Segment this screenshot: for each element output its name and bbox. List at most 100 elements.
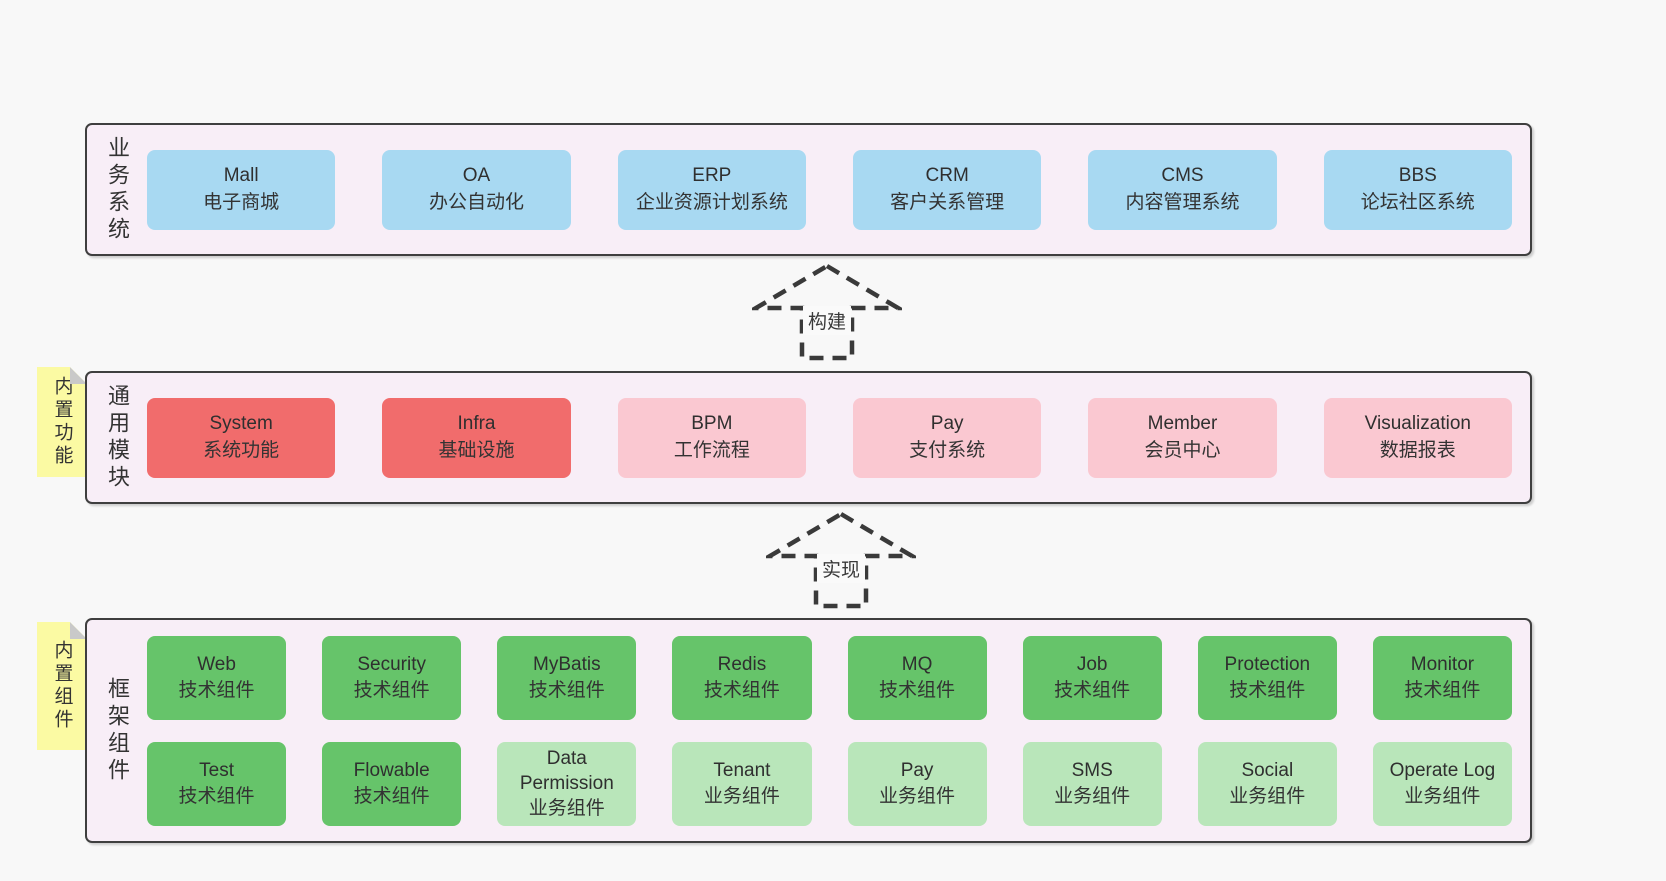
box-subtitle: 业务组件 bbox=[528, 798, 605, 820]
box-subtitle: 会员中心 bbox=[1144, 439, 1221, 461]
framework-components-label: 框架组件 bbox=[105, 676, 130, 785]
box-title: Pay bbox=[900, 760, 934, 782]
box-subtitle: 技术组件 bbox=[178, 785, 255, 807]
box-mall: Mall 电子商城 bbox=[147, 149, 336, 230]
box-subtitle: 业务组件 bbox=[1404, 785, 1481, 807]
box-data-permission: Data Permission 业务组件 bbox=[497, 741, 637, 826]
box-title: BPM bbox=[691, 412, 733, 434]
box-subtitle: 业务组件 bbox=[879, 785, 956, 807]
box-title: Test bbox=[199, 760, 234, 782]
box-title: ERP bbox=[692, 164, 732, 186]
box-title: Operate Log bbox=[1389, 760, 1496, 782]
framework-components-row-1: Web 技术组件 Security 技术组件 MyBatis 技术组件 Redi… bbox=[147, 635, 1530, 720]
box-subtitle: 基础设施 bbox=[438, 439, 515, 461]
box-title: Tenant bbox=[713, 760, 771, 782]
box-mq: MQ 技术组件 bbox=[847, 635, 987, 720]
box-subtitle: 业务组件 bbox=[703, 785, 780, 807]
box-monitor: Monitor 技术组件 bbox=[1372, 635, 1512, 720]
box-subtitle: 技术组件 bbox=[1229, 679, 1306, 701]
build-arrow-label: 构建 bbox=[802, 306, 852, 335]
box-subtitle: 技术组件 bbox=[353, 785, 430, 807]
box-subtitle: 技术组件 bbox=[1404, 679, 1481, 701]
box-subtitle: 系统功能 bbox=[203, 439, 280, 461]
builtin-components-tab-label: 内置组件 bbox=[51, 640, 73, 732]
box-tenant: Tenant 业务组件 bbox=[672, 741, 812, 826]
box-subtitle: 技术组件 bbox=[528, 679, 605, 701]
box-redis: Redis 技术组件 bbox=[672, 635, 812, 720]
box-visualization: Visualization 数据报表 bbox=[1323, 397, 1512, 478]
common-modules-label: 通用模块 bbox=[105, 383, 130, 492]
box-sms: SMS 业务组件 bbox=[1022, 741, 1162, 826]
box-subtitle: 技术组件 bbox=[1054, 679, 1131, 701]
box-title: Mall bbox=[223, 164, 259, 186]
box-title: Infra bbox=[457, 412, 496, 434]
box-title: MyBatis bbox=[533, 654, 601, 676]
box-title: SMS bbox=[1071, 760, 1113, 782]
box-cms: CMS 内容管理系统 bbox=[1088, 149, 1277, 230]
box-subtitle: 技术组件 bbox=[703, 679, 780, 701]
box-security: Security 技术组件 bbox=[322, 635, 462, 720]
box-title: Member bbox=[1147, 412, 1218, 434]
box-title: BBS bbox=[1398, 164, 1437, 186]
box-title: System bbox=[209, 412, 273, 434]
box-bbs: BBS 论坛社区系统 bbox=[1323, 149, 1512, 230]
box-operate-log: Operate Log 业务组件 bbox=[1372, 741, 1512, 826]
box-title: Job bbox=[1076, 654, 1108, 676]
box-title: Flowable bbox=[353, 760, 430, 782]
business-systems-label: 业务系统 bbox=[105, 135, 130, 244]
box-subtitle: 办公自动化 bbox=[428, 191, 524, 213]
implement-arrow-label: 实现 bbox=[816, 554, 866, 583]
box-title: Protection bbox=[1224, 654, 1311, 676]
box-subtitle: 论坛社区系统 bbox=[1360, 191, 1475, 213]
box-title: Pay bbox=[930, 412, 964, 434]
box-title: Monitor bbox=[1410, 654, 1475, 676]
box-social: Social 业务组件 bbox=[1197, 741, 1337, 826]
box-oa: OA 办公自动化 bbox=[382, 149, 571, 230]
box-title: Security bbox=[357, 654, 426, 676]
business-systems-box-row: Mall 电子商城 OA 办公自动化 ERP 企业资源计划系统 CRM 客户关系… bbox=[147, 149, 1530, 230]
builtin-features-tab: 内置功能 bbox=[37, 367, 87, 477]
box-title: Data Permission bbox=[519, 747, 614, 794]
box-title: Web bbox=[197, 654, 236, 676]
box-pay-module: Pay 支付系统 bbox=[852, 397, 1042, 478]
framework-components-container: 框架组件 Web 技术组件 Security 技术组件 MyBatis 技术组件… bbox=[85, 618, 1532, 843]
box-protection: Protection 技术组件 bbox=[1197, 635, 1337, 720]
box-title: Social bbox=[1241, 760, 1294, 782]
framework-components-row-2: Test 技术组件 Flowable 技术组件 Data Permission … bbox=[147, 741, 1530, 826]
box-title: OA bbox=[462, 164, 491, 186]
box-subtitle: 企业资源计划系统 bbox=[635, 191, 788, 213]
builtin-features-tab-label: 内置功能 bbox=[51, 376, 73, 468]
implement-arrow: 实现 bbox=[766, 510, 916, 610]
build-arrow: 构建 bbox=[752, 262, 902, 362]
box-flowable: Flowable 技术组件 bbox=[322, 741, 462, 826]
box-pay-component: Pay 业务组件 bbox=[847, 741, 987, 826]
box-subtitle: 工作流程 bbox=[673, 439, 750, 461]
box-title: MQ bbox=[901, 654, 933, 676]
common-modules-container: 通用模块 System 系统功能 Infra 基础设施 BPM 工作流程 Pay… bbox=[85, 371, 1532, 504]
box-subtitle: 技术组件 bbox=[879, 679, 956, 701]
box-subtitle: 业务组件 bbox=[1054, 785, 1131, 807]
box-job: Job 技术组件 bbox=[1022, 635, 1162, 720]
box-subtitle: 支付系统 bbox=[909, 439, 986, 461]
box-bpm: BPM 工作流程 bbox=[617, 397, 806, 478]
box-mybatis: MyBatis 技术组件 bbox=[497, 635, 637, 720]
box-title: CMS bbox=[1161, 164, 1204, 186]
box-erp: ERP 企业资源计划系统 bbox=[617, 149, 806, 230]
box-test: Test 技术组件 bbox=[147, 741, 287, 826]
box-title: CRM bbox=[925, 164, 969, 186]
box-title: Redis bbox=[717, 654, 767, 676]
box-title: Visualization bbox=[1364, 412, 1471, 434]
box-subtitle: 客户关系管理 bbox=[890, 191, 1005, 213]
box-infra: Infra 基础设施 bbox=[382, 397, 571, 478]
common-modules-box-row: System 系统功能 Infra 基础设施 BPM 工作流程 Pay 支付系统… bbox=[147, 397, 1530, 478]
box-crm: CRM 客户关系管理 bbox=[852, 149, 1042, 230]
box-system: System 系统功能 bbox=[147, 397, 336, 478]
box-subtitle: 技术组件 bbox=[353, 679, 430, 701]
box-member: Member 会员中心 bbox=[1088, 397, 1277, 478]
builtin-components-tab: 内置组件 bbox=[37, 622, 87, 750]
box-subtitle: 内容管理系统 bbox=[1125, 191, 1240, 213]
business-systems-container: 业务系统 Mall 电子商城 OA 办公自动化 ERP 企业资源计划系统 CRM… bbox=[85, 123, 1532, 256]
box-subtitle: 技术组件 bbox=[178, 679, 255, 701]
box-subtitle: 业务组件 bbox=[1229, 785, 1306, 807]
box-subtitle: 数据报表 bbox=[1379, 439, 1456, 461]
